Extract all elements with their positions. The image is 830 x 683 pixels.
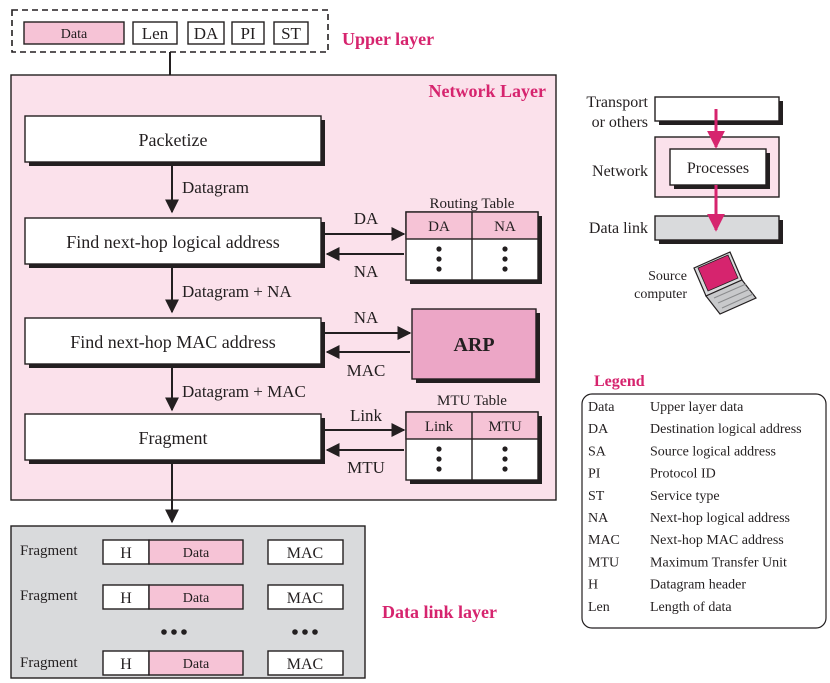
laptop-icon — [693, 251, 757, 315]
legend-desc: Upper layer data — [650, 400, 744, 415]
routing-table-header-na: NA — [494, 219, 516, 235]
legend-desc: Next-hop MAC address — [650, 533, 784, 548]
datalink-row-2-mac: MAC — [287, 590, 323, 607]
datalink-layer: Fragment H Data MAC Fragment H Data MAC … — [10, 525, 366, 679]
legend-abbr: SA — [588, 444, 607, 459]
arp-label: ARP — [453, 334, 494, 356]
legend-desc: Destination logical address — [650, 422, 802, 437]
upper-st-field — [273, 21, 309, 45]
arrow-mtu-back-label: MTU — [347, 458, 385, 477]
fragment-box — [24, 413, 322, 461]
arrow-mac-back-label: MAC — [347, 361, 386, 380]
upper-data-field — [23, 21, 125, 45]
arp-box — [411, 308, 537, 380]
source-label-line1: Source — [648, 269, 687, 284]
datagram-label: Datagram — [182, 178, 249, 197]
stack-datalink-label: Data link — [589, 220, 648, 237]
datalink-row-2-data: Data — [183, 591, 210, 606]
upper-da-field — [187, 21, 225, 45]
datalink-row-1-mac-field — [267, 539, 344, 565]
mtu-table-header-link: Link — [425, 419, 454, 435]
mtu-table-title: MTU Table — [437, 393, 507, 409]
source-label-line2: computer — [634, 287, 687, 302]
legend-abbr: MAC — [588, 533, 620, 548]
routing-table-header-da: DA — [428, 219, 450, 235]
legend-desc: Datagram header — [650, 578, 746, 593]
legend-box — [581, 393, 827, 629]
datalink-row-2-data-field — [148, 584, 244, 610]
processes-label: Processes — [687, 160, 749, 177]
legend-abbr: NA — [588, 511, 609, 526]
find-logical-box — [24, 217, 322, 265]
network-layer: Network Layer Packetize Datagram Find ne… — [10, 74, 557, 501]
upper-field-st: ST — [281, 24, 301, 43]
network-layer-label: Network Layer — [429, 81, 546, 101]
legend-desc: Next-hop logical address — [650, 511, 790, 526]
find-mac-label: Find next-hop MAC address — [70, 332, 276, 352]
legend-desc: Length of data — [650, 600, 732, 615]
datalink-ellipsis — [161, 629, 318, 635]
stack-transport-line1: Transport — [586, 94, 648, 111]
datalink-row-1-data-field — [148, 539, 244, 565]
legend-abbr: ST — [588, 489, 605, 504]
upper-field-len: Len — [142, 24, 169, 43]
upper-layer: Data Len DA PI ST Upper layer — [11, 9, 434, 53]
arrow-na-back-label: NA — [354, 262, 379, 281]
legend-desc: Maximum Transfer Unit — [650, 555, 787, 570]
legend-title: Legend — [594, 373, 645, 390]
datalink-row-3-mac: MAC — [287, 656, 323, 673]
upper-pi-field — [231, 21, 265, 45]
datalink-row-1-mac: MAC — [287, 545, 323, 562]
find-mac-box — [24, 317, 322, 365]
stack-network-label: Network — [592, 163, 648, 180]
arrow-na-label: NA — [354, 308, 379, 327]
upper-field-pi: PI — [240, 24, 255, 43]
packetize-box — [24, 115, 322, 163]
datagram-mac-label: Datagram + MAC — [182, 382, 306, 401]
legend-abbr: PI — [588, 467, 601, 482]
protocol-stack: Transport or others Network Processes Da… — [586, 94, 783, 315]
datalink-row-3-h: H — [120, 656, 132, 673]
legend-abbr: MTU — [588, 555, 619, 570]
datalink-row-2-h: H — [120, 590, 132, 607]
legend-desc: Source logical address — [650, 444, 776, 459]
datalink-row-2-label: Fragment — [20, 588, 78, 604]
datalink-row-3-label: Fragment — [20, 655, 78, 671]
find-logical-label: Find next-hop logical address — [66, 232, 279, 252]
arrow-da-label: DA — [354, 209, 379, 228]
datalink-row-3-data-field — [148, 650, 244, 676]
routing-table-ellipsis — [436, 246, 508, 272]
mtu-table-ellipsis — [436, 446, 508, 472]
upper-field-da: DA — [194, 24, 219, 43]
legend-desc: Service type — [650, 489, 720, 504]
routing-table-title: Routing Table — [430, 196, 515, 212]
upper-layer-label: Upper layer — [342, 29, 434, 49]
legend-desc: Protocol ID — [650, 467, 716, 482]
datalink-row-1-data: Data — [183, 546, 210, 561]
datalink-row-3-mac-field — [267, 650, 344, 676]
datalink-row-1-header — [102, 539, 150, 565]
legend-abbr: Data — [588, 400, 615, 415]
mtu-table-header-mtu: MTU — [488, 419, 522, 435]
datalink-row-1-h: H — [120, 545, 132, 562]
datalink-layer-label: Data link layer — [382, 602, 497, 622]
upper-field-data: Data — [61, 27, 88, 42]
datagram-na-label: Datagram + NA — [182, 282, 292, 301]
packetize-label: Packetize — [139, 130, 208, 150]
stack-transport-line2: or others — [592, 114, 648, 131]
fragment-label: Fragment — [139, 428, 208, 448]
legend-abbr: H — [588, 578, 598, 593]
legend-abbr: DA — [588, 422, 609, 437]
processes-box — [669, 148, 767, 186]
datalink-row-2-header — [102, 584, 150, 610]
datalink-row-2-mac-field — [267, 584, 344, 610]
datalink-row-1-label: Fragment — [20, 543, 78, 559]
legend-abbr: Len — [588, 600, 610, 615]
datalink-row-3-data: Data — [183, 657, 210, 672]
upper-len-field — [132, 21, 178, 45]
arrow-link-label: Link — [350, 406, 383, 425]
